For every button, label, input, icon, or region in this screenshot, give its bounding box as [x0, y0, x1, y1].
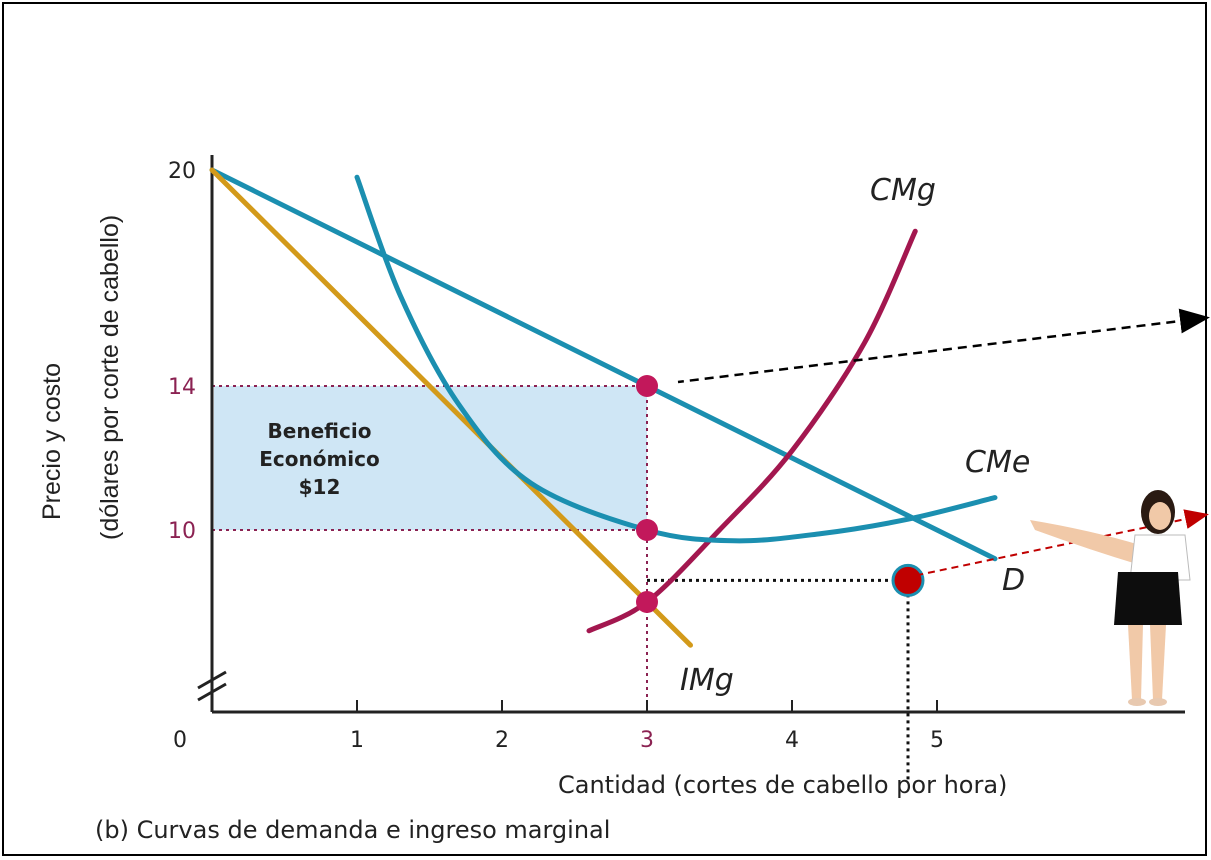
- data-point-1: [636, 519, 658, 541]
- data-point-2: [636, 591, 658, 613]
- x-axis-label: Cantidad (cortes de cabello por hora): [558, 771, 1007, 799]
- y-axis-label: Precio y costo (dólares por corte de cab…: [38, 215, 124, 540]
- x-tick-label-1: 1: [350, 728, 364, 753]
- x-tick-label-4: 4: [785, 728, 799, 753]
- profit-label-line-2: Económico: [259, 447, 380, 471]
- y-tick-label-14: 14: [168, 375, 196, 400]
- x-ticks: 0 1 2 3 4 5: [173, 700, 944, 753]
- curve-cme: [354, 174, 998, 544]
- profit-label-line-1: Beneficio: [268, 419, 372, 443]
- equilibrium-points: [636, 375, 925, 613]
- presenter-figure: [1030, 490, 1191, 706]
- axis-break-icon: [197, 670, 227, 702]
- x-tick-label-3: 3: [640, 728, 654, 753]
- series-label-cme: CMe: [965, 445, 1030, 480]
- series-label-d: D: [1002, 563, 1025, 598]
- y-tick-label-20: 20: [168, 159, 196, 184]
- x-tick-label-0: 0: [173, 728, 187, 753]
- series-label-cmg: CMg: [870, 173, 936, 208]
- series-label-img: IMg: [680, 663, 734, 698]
- figure-caption: (b) Curvas de demanda e ingreso marginal: [95, 816, 610, 844]
- data-point-0: [636, 375, 658, 397]
- x-tick-label-5: 5: [930, 728, 944, 753]
- data-point-3: [891, 563, 925, 597]
- y-tick-label-10: 10: [168, 519, 196, 544]
- profit-label-line-3: $12: [299, 475, 341, 499]
- y-axis-label-line-2: (dólares por corte de cabello): [96, 215, 124, 540]
- annotation-arrow-black: [677, 308, 1210, 384]
- x-tick-label-2: 2: [495, 728, 509, 753]
- y-ticks: 20 14 10: [168, 159, 196, 544]
- y-axis-label-line-1: Precio y costo: [38, 363, 66, 520]
- profit-label: Beneficio Económico $12: [259, 419, 380, 499]
